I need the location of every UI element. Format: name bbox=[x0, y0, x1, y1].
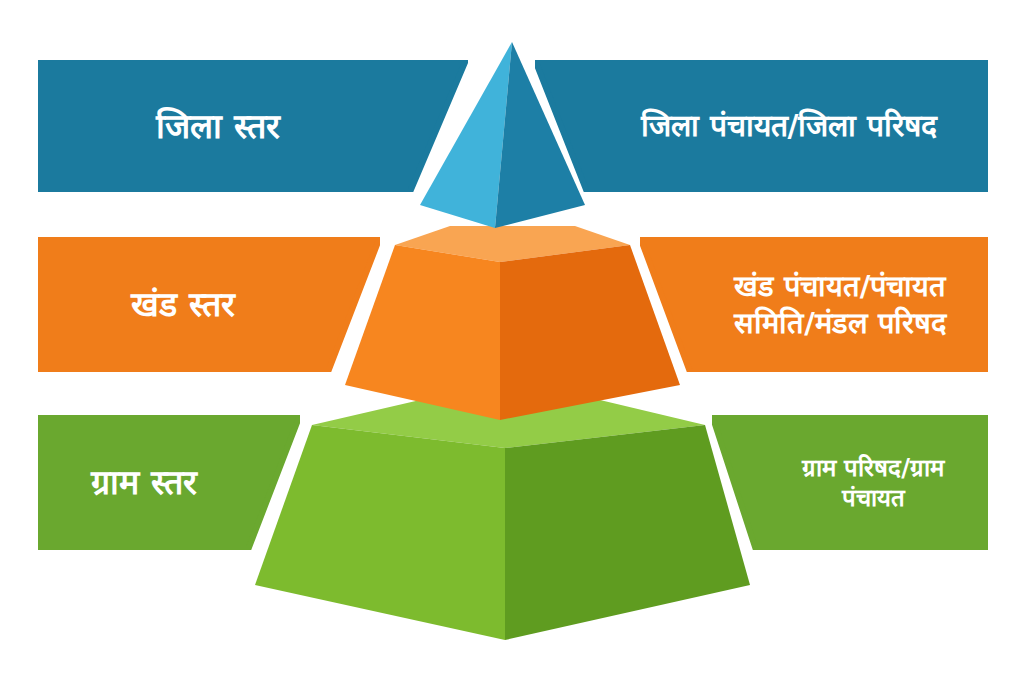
block-left-face bbox=[255, 425, 505, 640]
band-label-box: खंड पंचायत/पंचायत समिति/मंडल परिषद bbox=[692, 237, 988, 372]
band-label-box: खंड स्तर bbox=[38, 237, 328, 372]
green-block bbox=[255, 400, 750, 640]
band-label-box: जिला पंचायत/जिला परिषद bbox=[590, 60, 988, 192]
band-fill bbox=[38, 237, 380, 372]
block-right-face bbox=[505, 425, 750, 640]
body-label: खंड पंचायत/पंचायत समिति/मंडल परिषद bbox=[702, 268, 978, 341]
level-band: ग्राम स्तर bbox=[38, 415, 300, 550]
band-label-box: ग्राम स्तर bbox=[38, 415, 250, 550]
band-label-box: जिला स्तर bbox=[38, 60, 398, 192]
band-fill bbox=[640, 237, 988, 372]
band-shape bbox=[640, 237, 988, 372]
level-band: खंड स्तर bbox=[38, 237, 380, 372]
band-label-box: ग्राम परिषद/ग्राम पंचायत bbox=[758, 415, 988, 550]
band-fill bbox=[535, 60, 988, 192]
body-band: जिला पंचायत/जिला परिषद bbox=[535, 60, 988, 192]
orange-block bbox=[345, 226, 680, 420]
band-fill bbox=[38, 415, 300, 550]
band-fill bbox=[712, 415, 988, 550]
body-band: खंड पंचायत/पंचायत समिति/मंडल परिषद bbox=[640, 237, 988, 372]
body-band: ग्राम परिषद/ग्राम पंचायत bbox=[712, 415, 988, 550]
level-label: खंड स्तर bbox=[131, 283, 235, 326]
body-label: ग्राम परिषद/ग्राम पंचायत bbox=[768, 453, 978, 513]
level-band: जिला स्तर bbox=[38, 60, 468, 192]
level-label: जिला स्तर bbox=[156, 105, 280, 148]
level-label: ग्राम स्तर bbox=[91, 461, 197, 504]
body-label: जिला पंचायत/जिला परिषद bbox=[641, 107, 937, 145]
band-fill bbox=[38, 60, 466, 192]
band-shape bbox=[712, 415, 988, 550]
